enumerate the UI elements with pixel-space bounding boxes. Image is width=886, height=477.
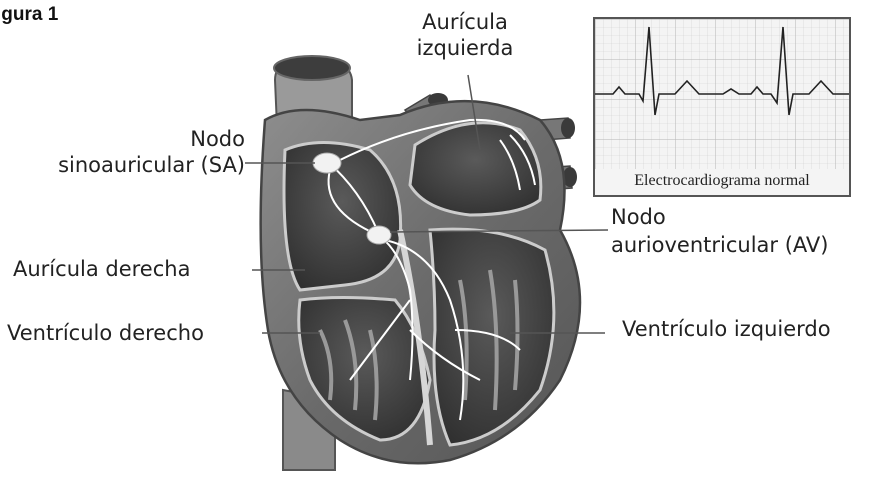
av-node-shape	[367, 226, 391, 244]
sa-node-shape	[313, 153, 341, 173]
label-av-node-title: Nodo	[611, 204, 666, 230]
ecg-inset: Electrocardiograma normal	[593, 17, 851, 197]
label-left-ventricle: Ventrículo izquierdo	[622, 316, 831, 342]
ecg-caption: Electrocardiograma normal	[595, 172, 849, 190]
label-sa-node: sinoauricular (SA)	[40, 152, 245, 178]
label-left-atrium: Aurícula izquierda	[395, 9, 535, 61]
heart-body	[261, 101, 580, 463]
ecg-trace	[595, 19, 849, 169]
label-right-ventricle: Ventrículo derecho	[7, 320, 204, 346]
label-right-atrium: Aurícula derecha	[13, 256, 190, 282]
label-av-node: aurioventricular (AV)	[611, 232, 829, 258]
label-sa-node-title: Nodo	[140, 126, 245, 152]
